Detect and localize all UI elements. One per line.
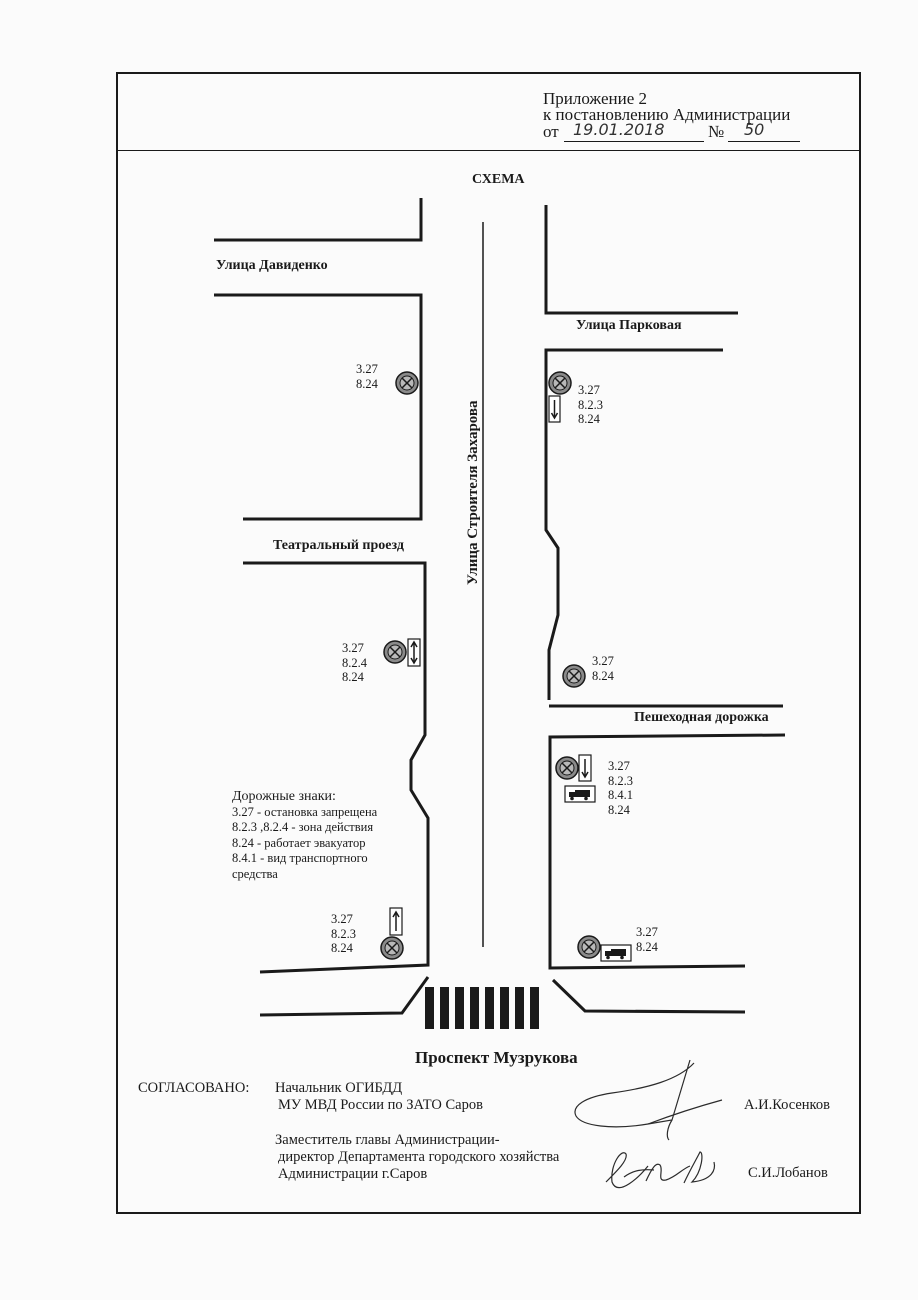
legend-item: 8.4.1 - вид транспортного xyxy=(232,851,368,865)
sign-code: 8.24 xyxy=(356,376,378,391)
sign-code: 8.2.3 xyxy=(608,773,633,788)
scheme-title: СХЕМА xyxy=(472,172,525,187)
signer2-title: Заместитель главы Администрации- xyxy=(275,1132,500,1148)
sign-code: 8.4.1 xyxy=(608,788,633,802)
sign-legend: Дорожные знаки: 3.27 - остановка запреще… xyxy=(232,789,377,882)
legend-item: средства xyxy=(232,866,278,881)
sign-code: 3.27 xyxy=(342,641,364,655)
sign-code: 3.27 xyxy=(331,912,353,926)
zone-arrow-up-icon xyxy=(389,907,403,936)
handwritten-number: 50 xyxy=(744,120,765,139)
date-underline xyxy=(564,141,704,142)
truck-plate-icon xyxy=(564,785,596,803)
sign-label-group: 3.27 8.24 xyxy=(592,654,614,683)
number-prefix: № xyxy=(708,122,725,141)
no-stopping-sign-icon xyxy=(548,371,572,395)
road-edges xyxy=(214,198,786,1017)
street-parkovaya: Улица Парковая xyxy=(576,318,682,333)
appendix-subtitle: к постановлению Администрации xyxy=(543,105,791,124)
street-davidenko: Улица Давиденко xyxy=(216,258,328,273)
signature-kosenkov xyxy=(574,1059,723,1141)
sign-code: 8.24 xyxy=(636,939,658,954)
appendix-title: Приложение 2 xyxy=(543,89,647,108)
street-main-vertical: Улица Строителя Захарова xyxy=(465,400,481,585)
no-stopping-sign-icon xyxy=(555,756,579,780)
header-rule xyxy=(116,150,861,151)
sign-code: 3.27 xyxy=(592,654,614,668)
zone-arrow-down-icon xyxy=(578,754,592,782)
sign-code: 8.2.3 xyxy=(578,397,603,412)
handwritten-date: 19.01.2018 xyxy=(573,120,665,139)
sign-code: 8.24 xyxy=(342,670,364,684)
street-muzrukova: Проспект Музрукова xyxy=(415,1048,578,1067)
street-teatralny: Театральный проезд xyxy=(273,538,404,553)
street-peshehodnaya: Пешеходная дорожка xyxy=(634,710,769,725)
sign-code: 8.24 xyxy=(331,941,353,955)
signer2-department: директор Департамента городского хозяйст… xyxy=(278,1149,560,1165)
signer1-name: А.И.Косенков xyxy=(744,1097,830,1113)
truck-plate-icon xyxy=(600,944,632,962)
sign-code: 3.27 xyxy=(356,362,378,376)
no-stopping-sign-icon xyxy=(383,640,407,664)
legend-item: 3.27 - остановка запрещена xyxy=(232,804,378,819)
zone-arrow-both-icon xyxy=(407,638,421,667)
number-underline xyxy=(728,141,800,142)
sign-code: 3.27 xyxy=(608,759,630,773)
sign-label-group: 3.27 8.24 xyxy=(636,925,658,954)
legend-item: 8.2.3 ,8.2.4 - зона действия xyxy=(232,820,374,834)
no-stopping-sign-icon xyxy=(577,935,601,959)
no-stopping-sign-icon xyxy=(562,664,586,688)
no-stopping-sign-icon xyxy=(395,371,419,395)
sign-code: 8.2.4 xyxy=(342,655,367,670)
sign-code: 3.27 xyxy=(636,925,658,939)
signer2-administration: Администрации г.Саров xyxy=(278,1166,428,1182)
sign-label-group: 3.27 8.24 xyxy=(356,362,378,391)
sign-label-group: 3.27 8.2.3 8.4.1 8.24 xyxy=(608,759,633,817)
sign-code: 8.24 xyxy=(592,668,614,683)
signer2-name: С.И.Лобанов xyxy=(748,1165,828,1181)
signer1-department: МУ МВД России по ЗАТО Саров xyxy=(278,1097,483,1113)
legend-title: Дорожные знаки: xyxy=(232,789,336,804)
date-prefix: от xyxy=(543,122,559,141)
sign-code: 8.24 xyxy=(608,802,630,817)
zone-arrow-down-icon xyxy=(548,395,561,423)
legend-item: 8.24 - работает эвакуатор xyxy=(232,835,366,850)
sign-code: 8.2.3 xyxy=(331,926,356,941)
sign-code: 3.27 xyxy=(578,383,600,397)
sign-label-group: 3.27 8.2.3 8.24 xyxy=(331,912,356,956)
page-frame xyxy=(116,72,861,1214)
signer1-title: Начальник ОГИБДД xyxy=(275,1080,403,1096)
sign-label-group: 3.27 8.2.3 8.24 xyxy=(578,383,603,427)
signature-lobanov xyxy=(605,1151,716,1189)
sign-code: 8.24 xyxy=(578,412,600,426)
no-stopping-sign-icon xyxy=(380,936,404,960)
approval-label: СОГЛАСОВАНО: xyxy=(138,1080,250,1096)
pedestrian-crossing xyxy=(425,987,539,1029)
sign-label-group: 3.27 8.2.4 8.24 xyxy=(342,641,367,685)
